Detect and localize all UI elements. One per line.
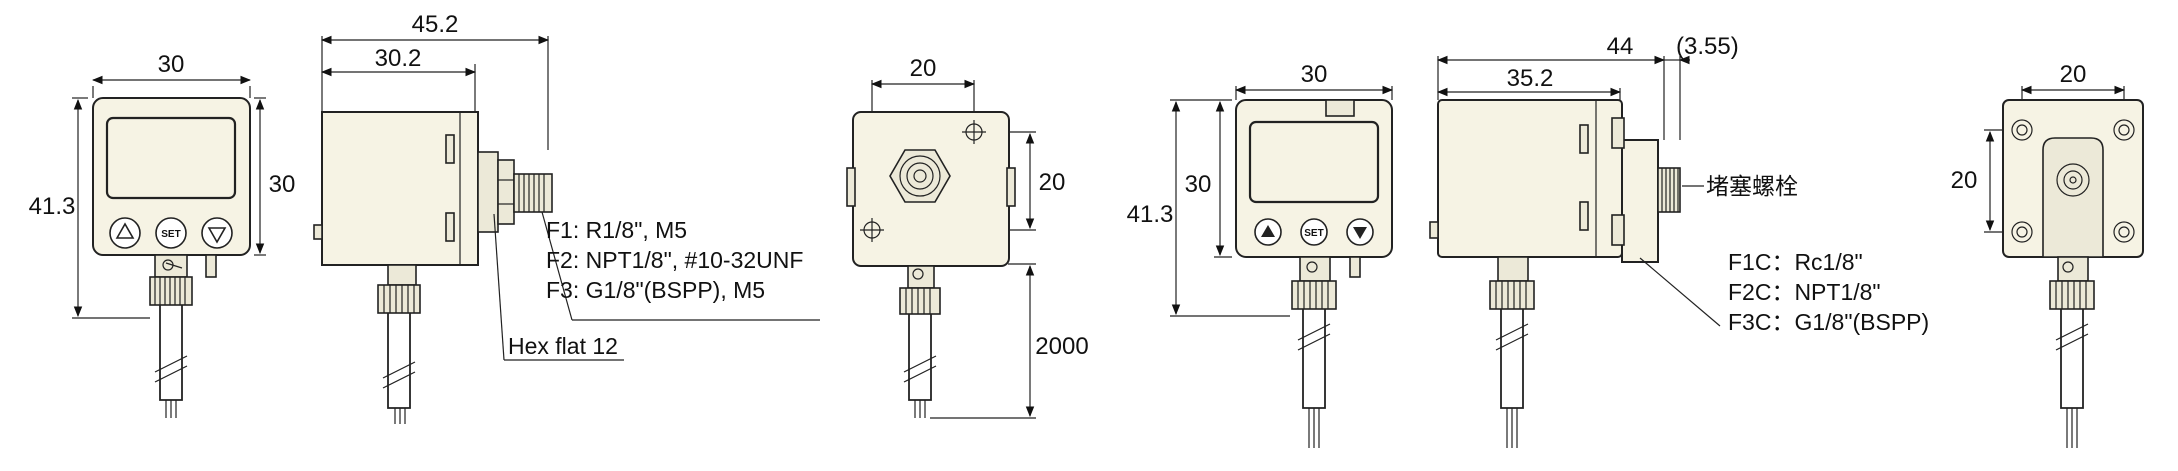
- body-length-label: 35.2: [1507, 65, 1554, 92]
- port-block: [1611, 117, 1659, 263]
- width-dim-label: 30: [158, 51, 185, 78]
- lcd-display: [105, 116, 237, 200]
- up-button: [1254, 218, 1282, 246]
- hex-flat-label: Hex flat 12: [508, 333, 618, 359]
- mounting-hole-bottom-right: [2113, 221, 2135, 243]
- side-clip-bottom: [445, 212, 455, 242]
- rear-clip-right: [1006, 167, 1016, 207]
- side-view-5: 44 35.2 (3.55): [1429, 33, 1929, 448]
- total-height-dimension: 41.3: [29, 97, 150, 319]
- top-tab: [1325, 99, 1355, 117]
- side-cable: [1489, 256, 1535, 448]
- port-block-rear: [2042, 137, 2104, 258]
- rear-cable: [899, 265, 941, 418]
- down-arrow-icon: [207, 227, 227, 244]
- side-view-2: 45.2 30.2: [313, 11, 820, 424]
- body-height-label: 30: [1185, 171, 1212, 198]
- total-length-label: 44: [1607, 33, 1634, 60]
- side-clip-top: [445, 134, 455, 164]
- hole-height-label: 20: [1039, 169, 1066, 196]
- pressure-port: [477, 151, 553, 233]
- port-hex-nut: [889, 149, 951, 203]
- up-triangle-icon: [1261, 225, 1275, 237]
- plug-label: 堵塞螺栓: [1706, 173, 1798, 199]
- total-length-label: 45.2: [412, 11, 459, 38]
- up-button: [109, 217, 141, 249]
- set-button: SET: [155, 217, 187, 249]
- down-triangle-icon: [1353, 227, 1367, 239]
- cable-length-dimension: 2000: [930, 263, 1089, 419]
- down-button: [1346, 218, 1374, 246]
- body-length-dimension: 30.2: [320, 45, 477, 112]
- side-stub: [1429, 221, 1439, 239]
- mounting-hole-bottom-left: [2011, 221, 2033, 243]
- port-leader-line: [541, 211, 573, 321]
- total-height-label: 41.3: [1127, 201, 1174, 228]
- cable-length-label: 2000: [1035, 333, 1088, 360]
- port-callout-f2c: F2C：NPT1/8": [1728, 279, 1881, 305]
- cable-connector: [149, 254, 193, 418]
- side-pin: [1349, 256, 1361, 278]
- lcd-display: [1248, 120, 1380, 204]
- hole-spacing-width-dimension: 20: [870, 55, 976, 112]
- mounting-hole-top-left: [2011, 119, 2033, 141]
- port-callout-f3c: F3C：G1/8"(BSPP): [1728, 309, 1929, 335]
- side-pin: [205, 254, 217, 278]
- port-callout-f1: F1: R1/8", M5: [546, 217, 687, 243]
- up-arrow-icon: [115, 222, 135, 239]
- rear-view-6: 20 20: [1951, 61, 2144, 448]
- body-length-dimension: 35.2: [1436, 65, 1622, 100]
- total-height-label: 41.3: [29, 193, 76, 220]
- cable-connector: [1291, 256, 1337, 448]
- plug-dim-label: (3.55): [1676, 33, 1739, 60]
- set-key-label: SET: [161, 229, 180, 240]
- down-button: [201, 217, 233, 249]
- port-leader-line: [1639, 257, 1721, 327]
- rear-cable: [2049, 256, 2095, 448]
- mounting-hole-top-right: [2113, 119, 2135, 141]
- body-height-dimension: 30: [254, 97, 296, 256]
- hole-height-label: 20: [1951, 167, 1978, 194]
- body-height-dimension: 30: [1185, 100, 1232, 258]
- hole-width-label: 20: [910, 55, 937, 82]
- body-height-label: 30: [269, 171, 296, 198]
- rear-view-3: 20 20 2000: [846, 55, 1089, 419]
- port-callout-f2: F2: NPT1/8", #10-32UNF: [546, 247, 803, 273]
- total-height-dimension: 41.3: [1127, 99, 1290, 317]
- total-length-dimension: 44: [1436, 33, 1666, 140]
- plug-bolt: [1657, 167, 1681, 213]
- body-length-label: 30.2: [375, 45, 422, 72]
- set-button: SET: [1300, 218, 1328, 246]
- hole-width-label: 20: [2060, 61, 2087, 88]
- hole-spacing-height-dimension: 20: [1008, 131, 1066, 231]
- hole-spacing-height-dimension: 20: [1951, 129, 2018, 233]
- side-clip-bottom: [1579, 201, 1589, 231]
- width-dim-label: 30: [1301, 61, 1328, 88]
- hole-spacing-width-dimension: 20: [2020, 61, 2126, 125]
- side-body: [1437, 99, 1623, 258]
- hex-leader-line: [493, 213, 505, 361]
- set-key-label: SET: [1304, 228, 1323, 239]
- side-stub: [313, 224, 323, 240]
- plug-dimension: (3.55): [1664, 33, 1739, 140]
- port-callout-f1c: F1C：Rc1/8": [1728, 249, 1863, 275]
- front-view-4: 30 41.3 30 SET: [1127, 61, 1394, 448]
- side-clip-top: [1579, 124, 1589, 154]
- width-dimension: 30: [1234, 61, 1394, 100]
- width-dimension: 30: [91, 51, 252, 98]
- rear-clip-left: [846, 167, 856, 207]
- front-view-1: 30 41.3 30 SET: [29, 51, 296, 418]
- port-callout-f3: F3: G1/8"(BSPP), M5: [546, 277, 765, 303]
- side-cable: [377, 264, 421, 424]
